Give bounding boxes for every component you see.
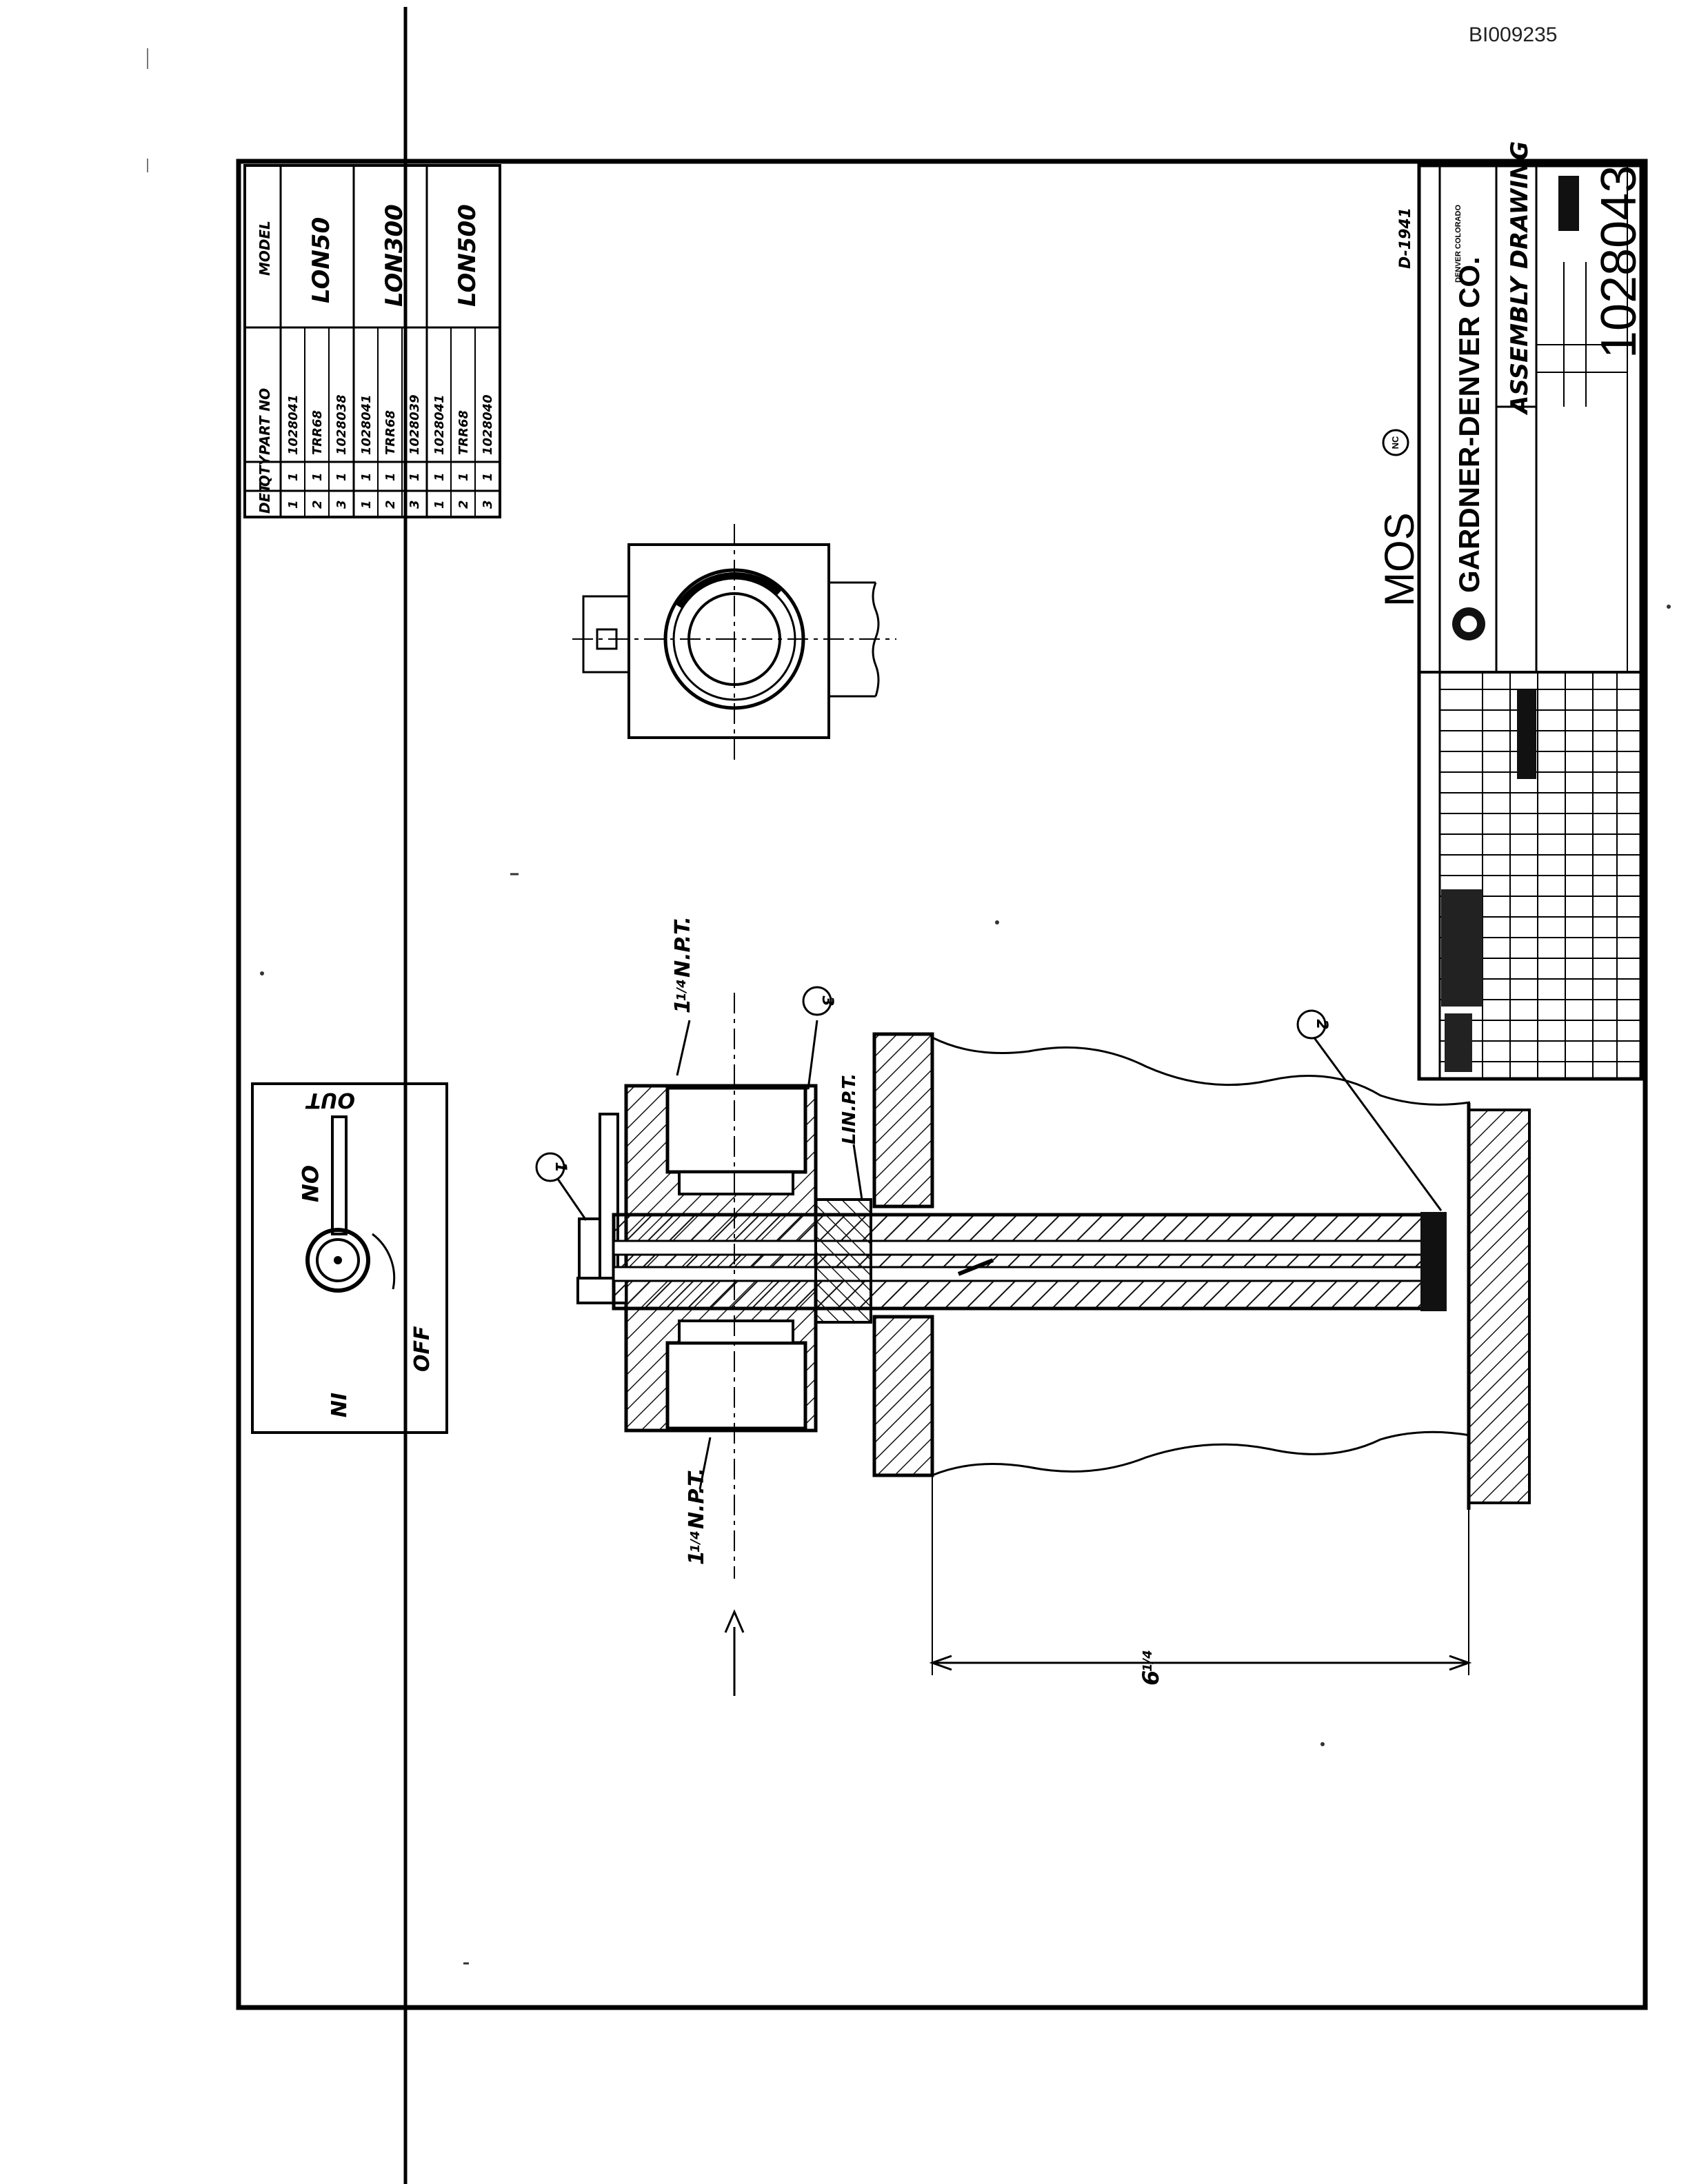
svg-text:1: 1 <box>286 500 301 509</box>
svg-text:TRR68: TRR68 <box>456 410 471 455</box>
nc-stamp: NC <box>1390 436 1400 449</box>
company-location: DENVER COLORADO <box>1454 204 1463 283</box>
svg-text:1028041: 1028041 <box>286 394 301 455</box>
sheet-size: D-1941 <box>1397 208 1414 269</box>
svg-text:3: 3 <box>481 500 495 509</box>
svg-text:3: 3 <box>408 500 422 509</box>
svg-text:TRR68: TRR68 <box>310 410 325 455</box>
callout-2-circle <box>1296 1009 1327 1040</box>
svg-text:1028040: 1028040 <box>481 394 495 455</box>
parts-table: DET QTY PART NO MODEL LON50 1 1 1028041 … <box>243 164 501 518</box>
handle-diagram: ON OFF IN OUT <box>251 1082 448 1434</box>
svg-text:2: 2 <box>383 500 398 509</box>
svg-text:1: 1 <box>432 500 447 509</box>
label-out: OUT <box>305 1088 355 1112</box>
callout-3-circle <box>802 986 832 1016</box>
thread-top-whole: 1 <box>671 999 695 1013</box>
header-model: MODEL <box>257 221 273 276</box>
svg-text:1028038: 1028038 <box>334 394 349 455</box>
svg-text:1: 1 <box>383 472 398 481</box>
svg-text:1: 1 <box>481 472 495 481</box>
svg-text:1: 1 <box>310 472 325 481</box>
svg-text:1028039: 1028039 <box>408 394 422 455</box>
header-qty: QTY <box>257 454 273 487</box>
company-name: GARDNER-DENVER CO. <box>1453 256 1485 593</box>
title-block: GARDNER-DENVER CO. DENVER COLORADO ASSEM… <box>1376 141 1647 1081</box>
dimension-whole: 6 <box>1138 1670 1164 1686</box>
mos-stamp: MOS <box>1376 512 1423 607</box>
svg-text:1028041: 1028041 <box>359 394 374 455</box>
thread-bottom-frac: 1/4 <box>688 1530 703 1553</box>
model-lon500: LON500 <box>454 204 481 307</box>
svg-text:1: 1 <box>432 472 447 481</box>
svg-text:3: 3 <box>334 500 349 509</box>
inlet-note: LIN.P.T. <box>839 1073 860 1144</box>
svg-text:1: 1 <box>456 472 471 481</box>
callout-3: 3 <box>818 995 836 1006</box>
document-id: BI009235 <box>1469 23 1558 46</box>
callout-1: 1 <box>552 1162 569 1172</box>
callout-1-circle <box>535 1152 565 1182</box>
top-view <box>572 524 896 765</box>
drawing-border <box>236 159 1648 2010</box>
svg-text:1: 1 <box>286 472 301 481</box>
drawing-number: 1028043 <box>1591 165 1647 358</box>
nc-stamp-circle <box>1382 429 1409 456</box>
thread-bottom-whole: 1 <box>685 1550 709 1565</box>
thread-top-frac: 1/4 <box>674 979 689 1001</box>
svg-text:1: 1 <box>359 500 374 509</box>
svg-text:1028041: 1028041 <box>432 394 447 455</box>
callout-2: 2 <box>1313 1019 1330 1029</box>
svg-text:2: 2 <box>456 500 471 509</box>
svg-text:1: 1 <box>359 472 374 481</box>
svg-text:TRR68: TRR68 <box>383 410 398 455</box>
model-lon50: LON50 <box>308 217 335 303</box>
svg-text:1: 1 <box>334 472 349 481</box>
drawing-title: ASSEMBLY DRAWING <box>1506 141 1534 416</box>
dimension-frac: 1/4 <box>1141 1650 1155 1672</box>
header-det: DET <box>257 483 273 514</box>
section-view: 1 2 3 1 1/4 N.P.T. 1 1/4 N.P.T. LIN.P.T.… <box>535 916 1531 1696</box>
label-off: OFF <box>410 1326 434 1372</box>
thread-top-text: N.P.T. <box>671 916 695 978</box>
svg-text:2: 2 <box>310 500 325 509</box>
label-in: IN <box>325 1393 350 1417</box>
model-lon300: LON300 <box>381 204 408 307</box>
svg-text:1: 1 <box>408 472 422 481</box>
header-part-no: PART NO <box>257 388 273 455</box>
label-on: ON <box>297 1165 323 1202</box>
thread-bottom-text: N.P.T. <box>685 1468 709 1529</box>
